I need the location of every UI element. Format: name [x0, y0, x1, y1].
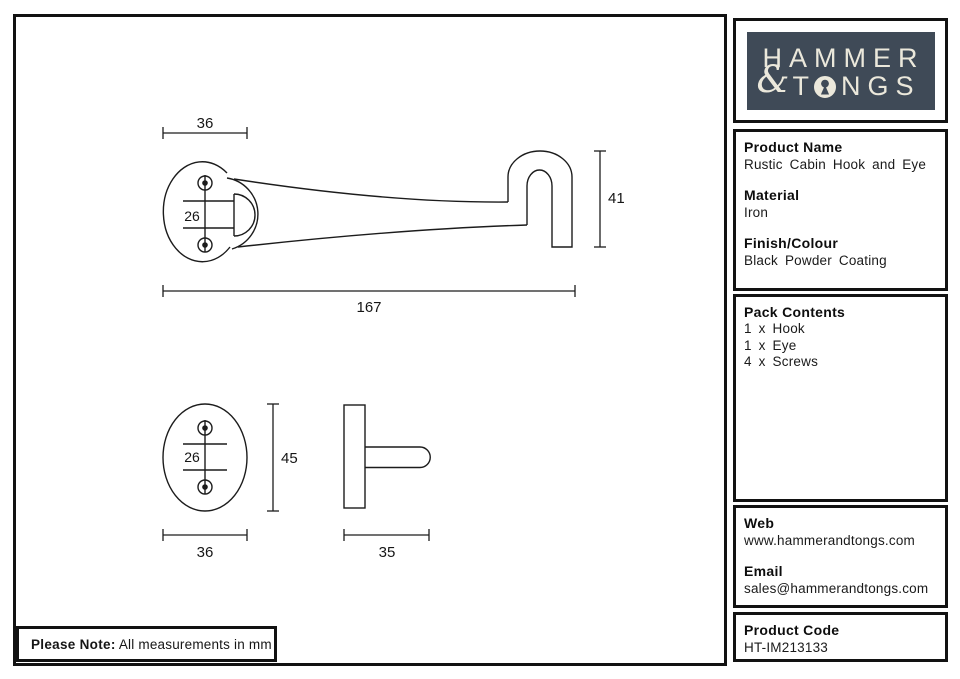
- dim-label-36-bottom: 36: [197, 544, 214, 561]
- dim-label-26-eye: 26: [184, 449, 200, 465]
- keyhole-icon: [812, 74, 838, 100]
- dim-label-35: 35: [379, 544, 396, 561]
- ampersand-glyph: &: [756, 58, 790, 101]
- dim-label-36-top: 36: [197, 115, 214, 132]
- contact-box: Web www.hammerandtongs.com Email sales@h…: [733, 505, 948, 608]
- finish-label: Finish/Colour: [744, 235, 839, 251]
- eye-side-view: [343, 404, 431, 541]
- dim-eye-projection: [343, 529, 430, 541]
- web-section: Web www.hammerandtongs.com: [744, 515, 937, 549]
- product-code-value: HT-IM213133: [744, 640, 828, 655]
- measurements-note: Please Note: All measurements in mm: [16, 626, 277, 662]
- pack-contents-label: Pack Contents: [744, 304, 846, 320]
- pivot-hub: [226, 177, 259, 250]
- hook-arm-bottom-edge: [237, 224, 528, 248]
- dim-label-167: 167: [356, 299, 381, 316]
- pivot-dome: [233, 193, 256, 237]
- product-name-section: Product Name Rustic Cabin Hook and Eye: [744, 139, 937, 173]
- eye-pin: [365, 446, 431, 469]
- brand-logo-box: HAMMER & T NGS: [733, 18, 948, 123]
- email-label: Email: [744, 563, 783, 579]
- dim-label-26-hook: 26: [184, 208, 200, 224]
- product-info-box: Product Name Rustic Cabin Hook and Eye M…: [733, 129, 948, 291]
- dim-eye-plate-height: [267, 403, 279, 512]
- material-label: Material: [744, 187, 800, 203]
- dim-hook-length: [162, 285, 576, 297]
- eye-plate-edge: [343, 404, 366, 509]
- note-label: Please Note:: [31, 636, 116, 652]
- hook-end: [507, 150, 573, 248]
- dim-label-45: 45: [281, 450, 298, 467]
- dim-eye-plate-width: [162, 529, 248, 541]
- pack-item: 4 x Screws: [744, 354, 819, 369]
- hook-base-plate: [162, 161, 231, 263]
- dim-hook-height: [594, 150, 606, 248]
- dim-hook-plate-width: [162, 127, 248, 139]
- hook-arm-top-edge: [233, 178, 509, 203]
- dim-label-41: 41: [608, 190, 625, 207]
- eye-base-plate: [162, 403, 248, 512]
- logo-letters-ngs: NGS: [840, 71, 921, 101]
- product-name-value: Rustic Cabin Hook and Eye: [744, 157, 927, 172]
- product-name-label: Product Name: [744, 139, 843, 155]
- technical-drawing-panel: 36 26 167 41 26 45 36 35 Please Note: Al…: [13, 14, 727, 666]
- pack-item: 1 x Hook: [744, 321, 805, 336]
- material-value: Iron: [744, 205, 769, 220]
- logo-line2: & T NGS: [757, 61, 921, 101]
- email-section: Email sales@hammerandtongs.com: [744, 563, 937, 597]
- hook-side-view: [162, 127, 606, 297]
- pack-contents-box: Pack Contents 1 x Hook 1 x Eye 4 x Screw…: [733, 294, 948, 502]
- technical-drawing: 36 26 167 41 26 45 36 35: [162, 115, 625, 561]
- material-section: Material Iron: [744, 187, 937, 221]
- product-code-label: Product Code: [744, 622, 840, 638]
- note-text: All measurements in mm: [115, 636, 272, 652]
- web-label: Web: [744, 515, 775, 531]
- product-code-box: Product Code HT-IM213133: [733, 612, 948, 662]
- logo-letter-t: T: [792, 71, 809, 101]
- email-value: sales@hammerandtongs.com: [744, 581, 929, 596]
- finish-section: Finish/Colour Black Powder Coating: [744, 235, 937, 269]
- web-value: www.hammerandtongs.com: [744, 533, 915, 548]
- hammer-and-tongs-logo: HAMMER & T NGS: [746, 31, 935, 110]
- eye-front-view: [162, 403, 279, 541]
- logo-line1: HAMMER: [762, 43, 925, 73]
- pack-item: 1 x Eye: [744, 337, 797, 353]
- finish-value: Black Powder Coating: [744, 253, 887, 268]
